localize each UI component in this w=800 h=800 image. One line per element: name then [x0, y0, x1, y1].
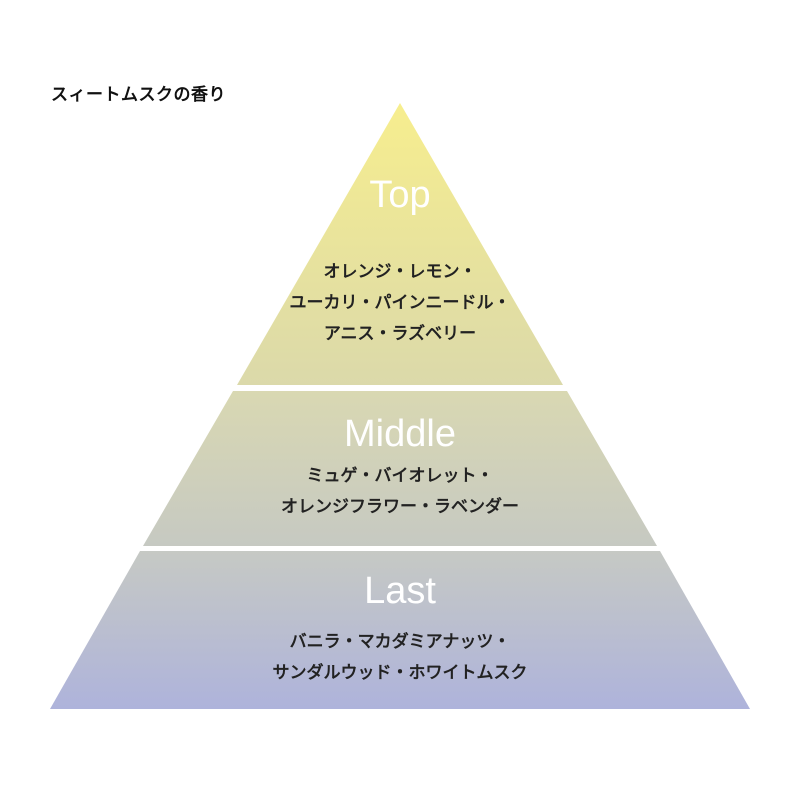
note-line: オレンジ・レモン・	[323, 262, 477, 282]
note-line: アニス・ラズベリー	[323, 324, 477, 344]
note-line: ミュゲ・バイオレット・	[306, 466, 494, 486]
tier-last-shape	[50, 551, 750, 709]
note-line: ユーカリ・パインニードル・	[289, 293, 511, 313]
tier-last-label: Last	[364, 570, 436, 612]
tier-last-notes: バニラ・マカダミアナッツ・ サンダルウッド・ホワイトムスク	[0, 627, 800, 689]
note-line: オレンジフラワー・ラベンダー	[281, 497, 519, 517]
note-line: バニラ・マカダミアナッツ・	[289, 632, 511, 652]
tier-middle-notes: ミュゲ・バイオレット・ オレンジフラワー・ラベンダー	[0, 461, 800, 523]
tier-top-label: Top	[369, 174, 431, 216]
diagram-title: スィートムスクの香り	[51, 85, 226, 105]
tier-middle-label: Middle	[344, 413, 456, 455]
tier-top-shape	[237, 103, 563, 385]
note-line: サンダルウッド・ホワイトムスク	[272, 663, 528, 683]
tier-top-notes: オレンジ・レモン・ ユーカリ・パインニードル・ アニス・ラズベリー	[0, 257, 800, 350]
tier-middle-shape	[143, 391, 657, 546]
